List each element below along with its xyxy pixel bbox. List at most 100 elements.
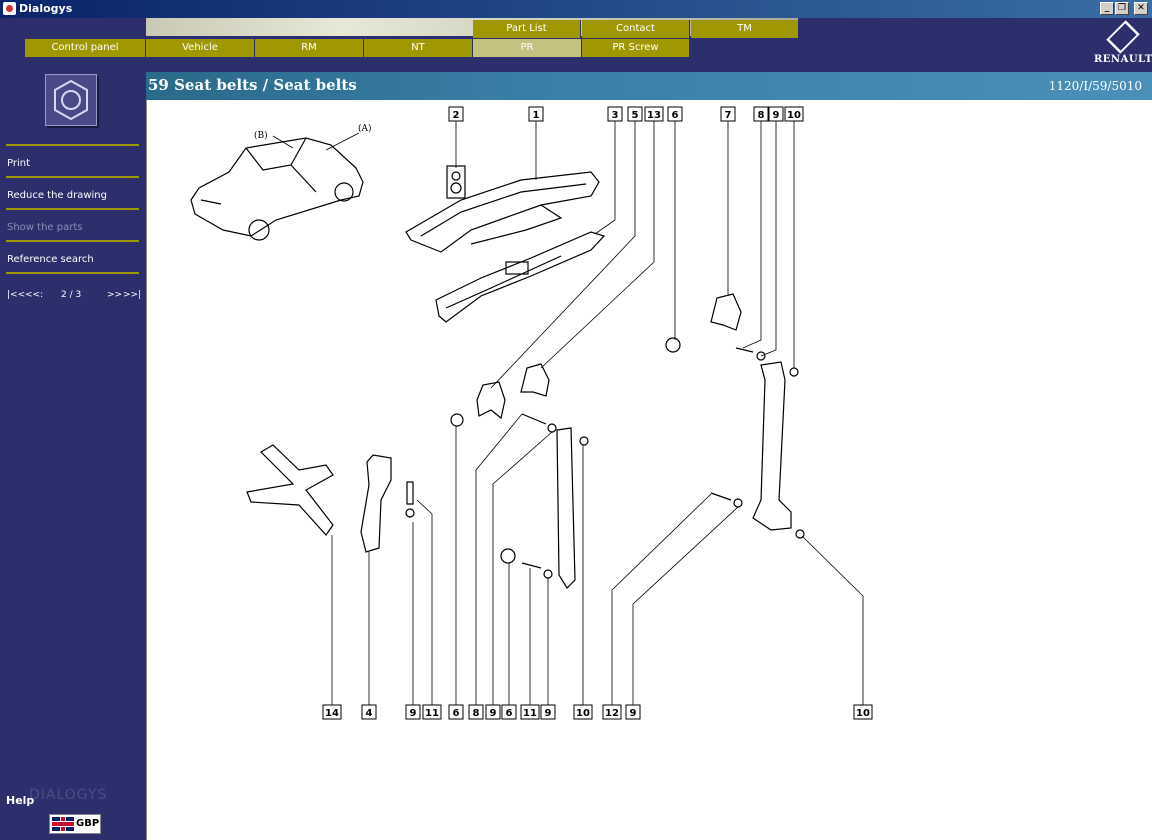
svg-text:7: 7 [725, 110, 732, 121]
sidebar: Print Reduce the drawing Show the parts … [0, 68, 145, 840]
tab-contact[interactable]: Contact [582, 20, 690, 38]
svg-text:11: 11 [425, 708, 439, 719]
seat-belt-rear [435, 231, 606, 323]
callout-9[interactable]: 9 [540, 704, 556, 720]
sidebar-divider [6, 144, 139, 146]
svg-text:1: 1 [533, 110, 540, 121]
anchor-right [665, 293, 805, 539]
renault-logo-text: RENAULT [1094, 54, 1152, 65]
language-code: GBP [76, 818, 100, 829]
callout-3[interactable]: 3 [607, 106, 623, 122]
callout-12[interactable]: 12 [602, 704, 622, 720]
uk-flag-icon [52, 817, 74, 831]
callout-2[interactable]: 2 [448, 106, 464, 122]
callout-7[interactable]: 7 [720, 106, 736, 122]
svg-text:2: 2 [453, 110, 460, 121]
pager-prev[interactable]: <<: [25, 290, 44, 300]
svg-text:6: 6 [453, 708, 460, 719]
sidebar-divider [6, 272, 139, 274]
sidebar-item-reference-search[interactable]: Reference search [7, 254, 94, 265]
svg-text:10: 10 [576, 708, 590, 719]
page-title: 59 Seat belts / Seat belts [148, 76, 357, 94]
callout-13[interactable]: 13 [644, 106, 664, 122]
callout-9[interactable]: 9 [625, 704, 641, 720]
sidebar-divider [6, 176, 139, 178]
callout-1[interactable]: 1 [528, 106, 544, 122]
callout-4[interactable]: 4 [361, 704, 377, 720]
svg-text:8: 8 [758, 110, 765, 121]
tab-pr[interactable]: PR [473, 39, 582, 57]
callout-9[interactable]: 9 [485, 704, 501, 720]
svg-text:12: 12 [605, 708, 619, 719]
callout-6[interactable]: 6 [667, 106, 683, 122]
svg-text:4: 4 [366, 708, 373, 719]
svg-text:6: 6 [672, 110, 679, 121]
callout-10[interactable]: 10 [853, 704, 873, 720]
svg-text:13: 13 [647, 110, 661, 121]
seat-belt-front [405, 165, 600, 253]
car-illustration [190, 137, 364, 241]
callout-8[interactable]: 8 [468, 704, 484, 720]
window-title: Dialogys [19, 2, 73, 15]
car-label-b: (B) [254, 130, 268, 141]
tab-pr-screw[interactable]: PR Screw [582, 39, 690, 57]
sidebar-item-print[interactable]: Print [7, 158, 31, 169]
tab-vehicle[interactable]: Vehicle [146, 39, 255, 57]
dialogys-watermark: DIALOGYS [29, 787, 108, 803]
callout-14[interactable]: 14 [322, 704, 342, 720]
svg-text:9: 9 [490, 708, 497, 719]
svg-text:9: 9 [410, 708, 417, 719]
callout-11[interactable]: 11 [520, 704, 540, 720]
sidebar-divider [6, 240, 139, 242]
callout-10[interactable]: 10 [573, 704, 593, 720]
callout-6[interactable]: 6 [501, 704, 517, 720]
callout-10[interactable]: 10 [784, 106, 804, 122]
pager-next[interactable]: >> [107, 290, 123, 300]
anchor-guides [450, 363, 589, 589]
callout-9[interactable]: 9 [768, 106, 784, 122]
drawing-svg: (B) (A) 2 1 3 5 13 6 7 8 9 10 14 4 9 11 … [190, 106, 873, 720]
callouts-bottom: 14 4 9 11 6 8 9 6 11 9 10 12 9 10 [322, 704, 873, 720]
sidebar-item-reduce-drawing[interactable]: Reduce the drawing [7, 190, 107, 201]
callout-6[interactable]: 6 [448, 704, 464, 720]
tab-rm[interactable]: RM [255, 39, 364, 57]
tab-nt[interactable]: NT [364, 39, 473, 57]
language-selector[interactable]: GBP [49, 814, 101, 834]
svg-text:6: 6 [506, 708, 513, 719]
callouts-top: 2 1 3 5 13 6 7 8 9 10 [448, 106, 804, 122]
pager-last[interactable]: >>| [123, 290, 142, 300]
window-titlebar: Dialogys _ ❐ ✕ [0, 0, 1152, 18]
callout-11[interactable]: 11 [422, 704, 442, 720]
svg-text:9: 9 [545, 708, 552, 719]
document-reference: 1120/I/59/5010 [1048, 79, 1142, 93]
document-header: 59 Seat belts / Seat belts 1120/I/59/501… [146, 72, 1152, 100]
svg-text:8: 8 [473, 708, 480, 719]
renault-diamond-icon [1106, 20, 1140, 54]
callout-8[interactable]: 8 [753, 106, 769, 122]
tab-tm[interactable]: TM [691, 20, 799, 38]
svg-text:5: 5 [632, 110, 639, 121]
callout-9[interactable]: 9 [405, 704, 421, 720]
leader-lines [331, 120, 864, 706]
help-link[interactable]: Help [6, 794, 35, 807]
pager-first[interactable]: |<< [7, 290, 26, 300]
car-label-a: (A) [358, 123, 372, 134]
tab-part-list[interactable]: Part List [473, 20, 581, 38]
svg-text:10: 10 [787, 110, 801, 121]
minimize-button[interactable]: _ [1100, 2, 1114, 15]
sidebar-item-show-parts[interactable]: Show the parts [7, 222, 83, 233]
exploded-drawing[interactable]: (B) (A) 2 1 3 5 13 6 7 8 9 10 14 4 9 11 … [146, 100, 1152, 840]
svg-text:14: 14 [325, 708, 339, 719]
tab-control-panel[interactable]: Control panel [25, 39, 146, 57]
svg-text:11: 11 [523, 708, 537, 719]
callout-5[interactable]: 5 [627, 106, 643, 122]
pager-current: 2 / 3 [61, 290, 82, 300]
svg-text:3: 3 [612, 110, 619, 121]
buckle-assembly [246, 444, 415, 553]
svg-text:9: 9 [630, 708, 637, 719]
sidebar-divider [6, 208, 139, 210]
renault-logo: RENAULT [1094, 20, 1152, 68]
restore-button[interactable]: ❐ [1115, 2, 1129, 15]
svg-text:9: 9 [773, 110, 780, 121]
close-button[interactable]: ✕ [1134, 2, 1148, 15]
